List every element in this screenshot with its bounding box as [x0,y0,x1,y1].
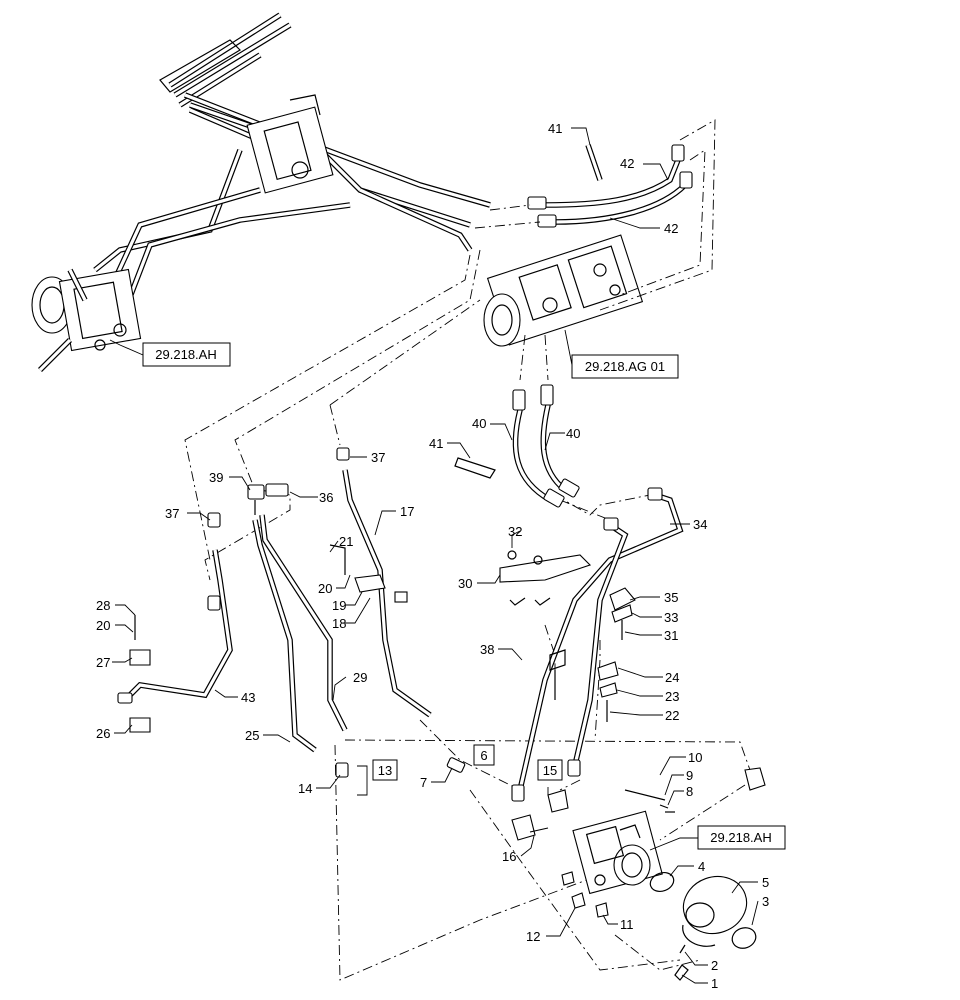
boxed-number: 15 [543,763,557,778]
callout-2: 2 [711,958,718,973]
ref-label: 29.218.AG 01 [585,359,665,374]
boxed-item-6: 6 [473,744,495,766]
callout-42: 42 [620,156,634,171]
callout-41: 41 [548,121,562,136]
callout-34: 34 [693,517,707,532]
callout-40: 40 [472,416,486,431]
ref-box-29-218-ah-top[interactable]: 29.218.AH [142,342,231,367]
callout-20: 20 [318,581,332,596]
callout-43: 43 [241,690,255,705]
callout-22: 22 [665,708,679,723]
callout-33: 33 [664,610,678,625]
callout-37: 37 [165,506,179,521]
callout-36: 36 [319,490,333,505]
ref-box-29-218-ah-bottom[interactable]: 29.218.AH [697,825,786,850]
bracket-30 [499,550,592,606]
callout-8: 8 [686,784,693,799]
hoses-42 [527,144,693,228]
callout-20: 20 [96,618,110,633]
callout-7: 7 [420,775,427,790]
callout-31: 31 [664,628,678,643]
callout-21: 21 [339,534,353,549]
callout-9: 9 [686,768,693,783]
callout-42: 42 [664,221,678,236]
callout-27: 27 [96,655,110,670]
callout-30: 30 [458,576,472,591]
callout-28: 28 [96,598,110,613]
callout-19: 19 [332,598,346,613]
callout-37: 37 [371,450,385,465]
callout-40: 40 [566,426,580,441]
callout-11: 11 [620,917,634,932]
top-tube-assembly [31,12,491,372]
callout-14: 14 [298,781,312,796]
callout-39: 39 [209,470,223,485]
callout-3: 3 [762,894,769,909]
boxed-number: 13 [378,763,392,778]
callout-23: 23 [665,689,679,704]
tubes-34-38 [511,487,684,802]
callout-38: 38 [480,642,494,657]
leader-lines [109,127,759,984]
callout-35: 35 [664,590,678,605]
callout-5: 5 [762,875,769,890]
callout-numbers: 41 42 42 40 40 41 37 39 36 37 17 34 21 3… [96,121,769,991]
left-tubes [117,447,466,778]
callout-17: 17 [400,504,414,519]
boxed-item-13: 13 [372,759,398,781]
callout-32: 32 [508,524,522,539]
callout-12: 12 [526,929,540,944]
callout-29: 29 [353,670,367,685]
pump-assembly [483,234,644,347]
callout-16: 16 [502,849,516,864]
flow-dash-lines [184,119,751,981]
ref-label: 29.218.AH [155,347,216,362]
ref-label: 29.218.AH [710,830,771,845]
ref-box-29-218-ag-01[interactable]: 29.218.AG 01 [571,354,679,379]
callout-25: 25 [245,728,259,743]
callout-24: 24 [665,670,679,685]
callout-4: 4 [698,859,705,874]
clamps-right [549,587,636,722]
bottom-pump [511,767,766,981]
hoses-40 [454,384,580,508]
boxed-number: 6 [480,748,487,763]
callout-18: 18 [332,616,346,631]
callout-1: 1 [711,976,718,991]
callout-26: 26 [96,726,110,741]
callout-10: 10 [688,750,702,765]
boxed-item-15: 15 [537,759,563,781]
callout-41: 41 [429,436,443,451]
